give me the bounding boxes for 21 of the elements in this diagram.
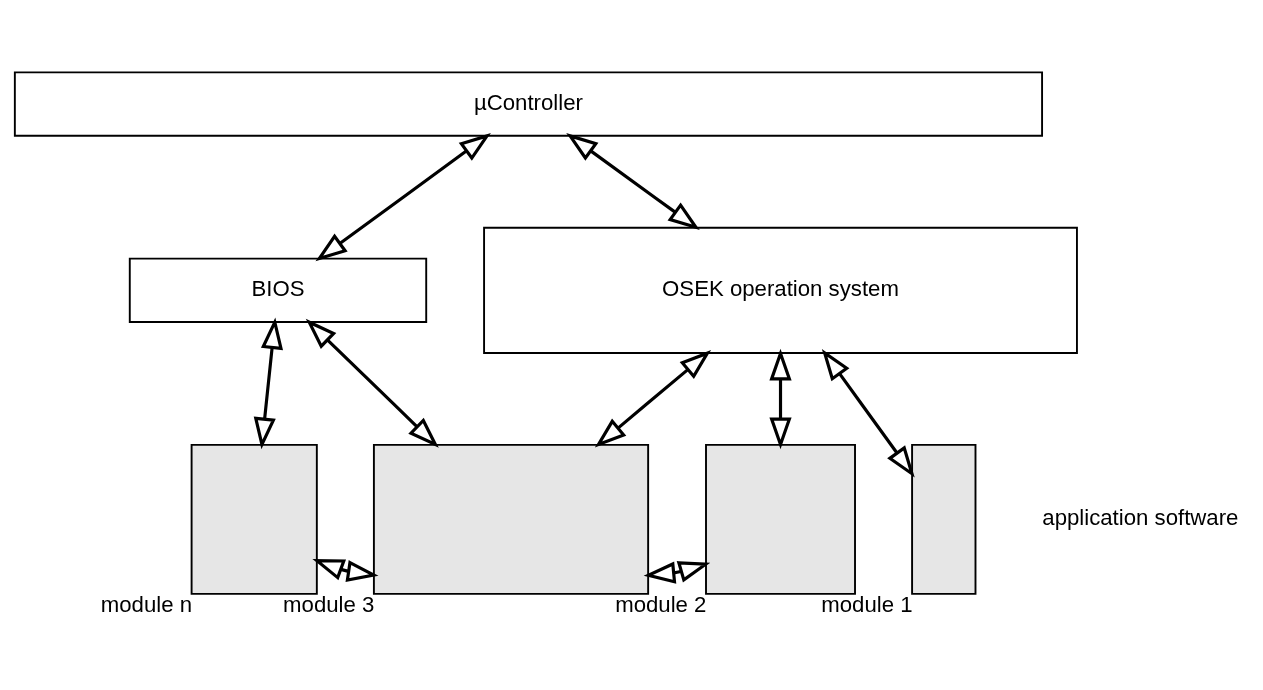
node-box	[190, 443, 318, 595]
node-label: module 2	[615, 591, 707, 617]
node-label: module 1	[821, 591, 913, 617]
node-box	[705, 443, 856, 595]
arrow	[821, 349, 915, 478]
node-box: BIOS	[128, 257, 428, 323]
arrow	[253, 317, 284, 450]
node-label: module 3	[283, 591, 375, 617]
node-box: µController	[13, 71, 1043, 137]
node-box: OSEK operation system	[483, 226, 1078, 354]
arrow	[594, 350, 712, 448]
node-box	[372, 443, 650, 595]
arrow	[769, 348, 792, 450]
node-label: module n	[100, 591, 193, 617]
arrow	[643, 561, 711, 584]
arrow	[315, 133, 491, 262]
arrow	[566, 133, 700, 231]
label: application software	[1042, 505, 1239, 531]
arrow	[305, 318, 439, 448]
arrow	[312, 558, 379, 583]
node-box	[911, 443, 977, 595]
